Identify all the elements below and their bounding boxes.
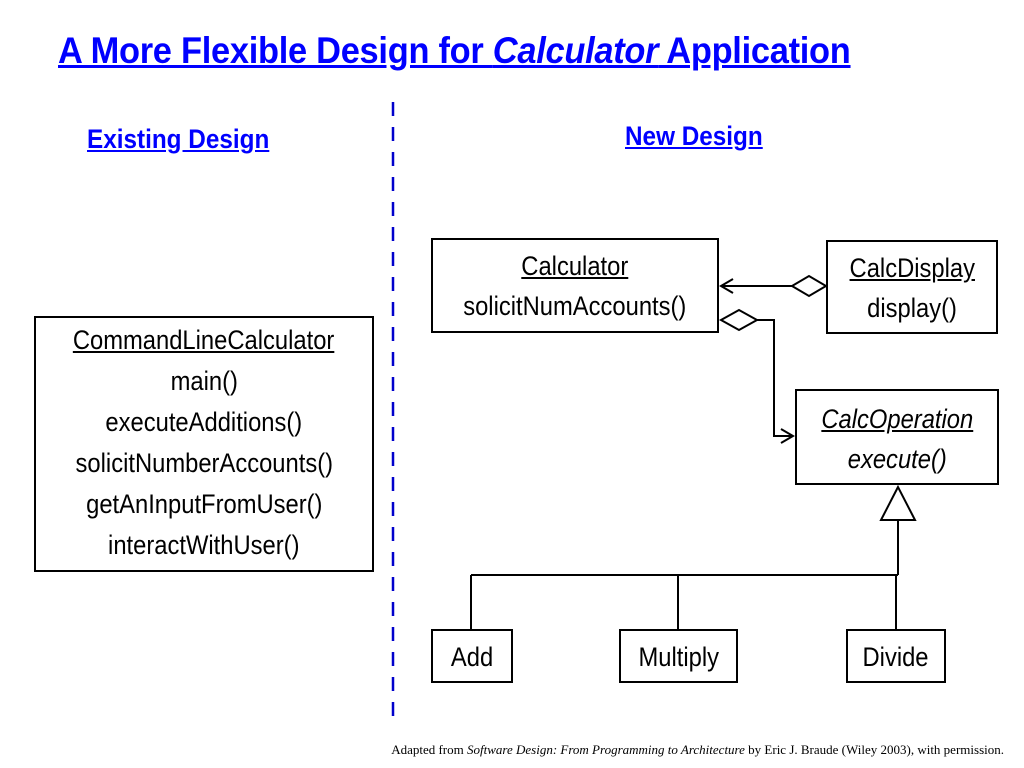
calc-operation-class: CalcOperation execute() <box>795 389 999 485</box>
method-interact-with-user: interactWithUser() <box>108 530 300 560</box>
add-class: Add <box>431 629 513 683</box>
calculator-to-operation-arrowhead <box>780 428 795 444</box>
divide-name: Divide <box>862 642 930 672</box>
method-execute-additions: executeAdditions() <box>105 407 303 437</box>
method-get-input-from-user: getAnInputFromUser() <box>85 489 323 519</box>
new-design-heading: New Design <box>625 121 763 151</box>
calc-operation-method: execute() <box>847 444 947 474</box>
attribution-footer: Adapted from Software Design: From Progr… <box>391 742 1004 757</box>
calculator-class: Calculator solicitNumAccounts() <box>431 238 719 333</box>
calculator-to-operation-line <box>757 319 793 437</box>
calculator-method: solicitNumAccounts() <box>463 291 687 321</box>
multiply-class: Multiply <box>619 629 738 683</box>
display-aggregation-diamond <box>790 274 828 298</box>
method-solicit-number-accounts: solicitNumberAccounts() <box>75 448 333 478</box>
method-main: main() <box>170 366 238 396</box>
class-name: CommandLineCalculator <box>36 320 372 361</box>
calculator-aggregation-diamond <box>718 308 760 332</box>
command-line-calculator-name: CommandLineCalculator <box>73 325 335 355</box>
page-title-emphasis: Calculator <box>492 30 659 71</box>
existing-design-heading: Existing Design <box>87 124 270 154</box>
calc-display-method: display() <box>867 293 957 323</box>
add-name: Add <box>450 642 494 672</box>
command-line-calculator-class: CommandLineCalculator main() executeAddi… <box>34 316 374 572</box>
display-to-calculator-arrowhead <box>719 278 734 294</box>
calc-operation-name: CalcOperation <box>821 404 973 434</box>
calculator-name: Calculator <box>521 251 629 281</box>
divide-class: Divide <box>846 629 946 683</box>
book-title: Software Design: From Programming to Arc… <box>467 742 745 757</box>
multiply-name: Multiply <box>638 642 719 672</box>
calc-display-class: CalcDisplay display() <box>826 240 998 334</box>
calc-display-name: CalcDisplay <box>849 253 975 283</box>
inheritance-triangle <box>879 484 917 521</box>
page-title: A More Flexible Design for Calculator Ap… <box>58 30 851 71</box>
